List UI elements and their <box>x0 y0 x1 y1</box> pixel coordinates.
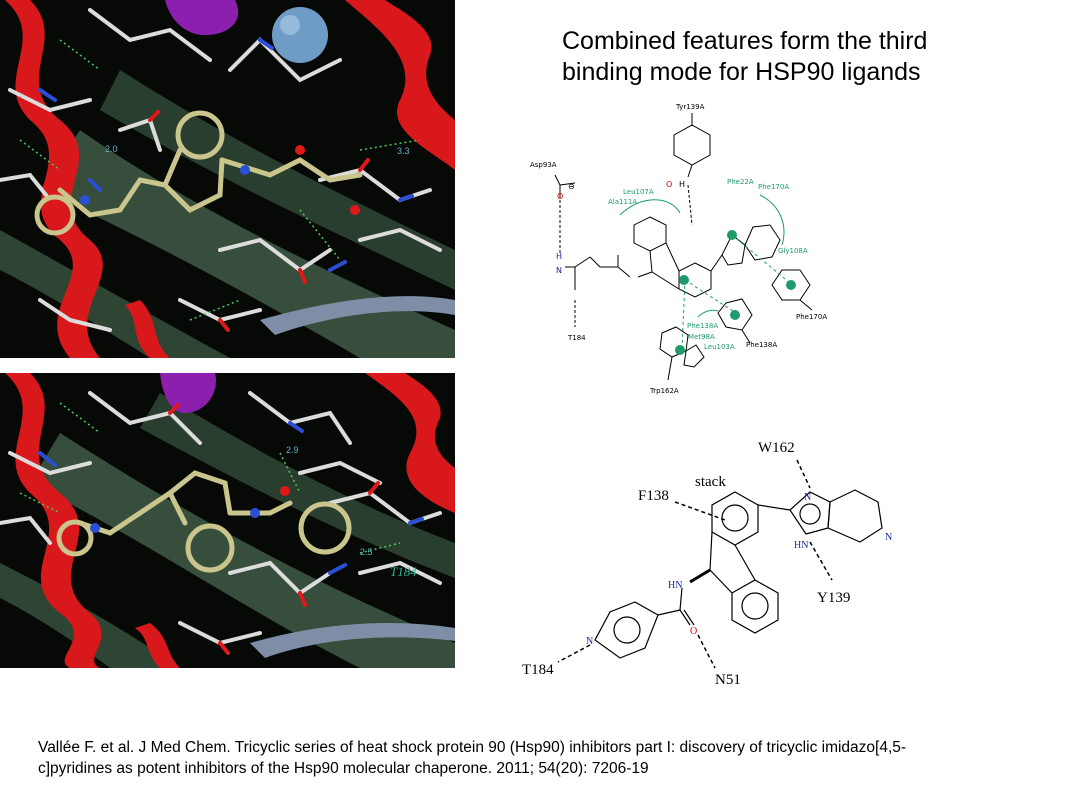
structure-render-bottom: 2.9 2.5 T184 <box>0 373 455 668</box>
atom-hn-amide: HN <box>668 580 682 591</box>
tyr139-ring <box>673 124 711 166</box>
trp162-pyrrole <box>683 344 705 368</box>
label-n51: N51 <box>715 672 741 688</box>
label-t184: T184 <box>567 334 586 342</box>
label-phe170-b: Phe170A <box>796 313 827 321</box>
protein-structure-image-top: 2.0 3.3 <box>0 0 455 358</box>
atom-n-amide: N <box>556 266 562 275</box>
stack-ring <box>711 491 759 546</box>
label-w162: W162 <box>758 440 795 456</box>
label-asp93: Asp93A <box>530 161 557 169</box>
contact-centroid-5 <box>675 345 685 355</box>
atom-o-amide: O <box>690 626 697 637</box>
label-leu107: Leu107A <box>623 188 654 196</box>
label-gly108: Gly108A <box>778 247 808 255</box>
atom-o-asp: O <box>557 192 563 201</box>
residue-label-t184: T184 <box>390 564 417 579</box>
distance-label-1: 2.0 <box>105 144 118 154</box>
title-line-1: Combined features form the third <box>562 27 928 55</box>
label-phe170-a: Phe170A <box>758 183 789 191</box>
pyridine-ring <box>744 224 781 261</box>
atom-n-imidazole: N <box>804 492 811 503</box>
protein-structure-image-bottom: 2.9 2.5 T184 <box>0 373 455 668</box>
stack-f138 <box>674 501 726 521</box>
atom-h-amide: H <box>556 252 562 261</box>
label-f138: F138 <box>638 488 669 504</box>
interaction-diagram-2d: Tyr139A Asp93A Phe170A Phe138A Trp162A T… <box>530 103 827 395</box>
hbond-w162 <box>796 459 811 489</box>
label-tyr139: Tyr139A <box>675 103 705 111</box>
label-phe138-a: Phe138A <box>687 322 718 330</box>
hbond-n51 <box>697 634 716 669</box>
schematic-diagram-2d: W162 stack F138 Y139 T184 N51 N HN N HN … <box>522 440 892 688</box>
label-phe138-b: Phe138A <box>746 341 777 349</box>
atom-o-tyr: O <box>666 180 672 189</box>
fluorene-lower-ring <box>731 579 779 634</box>
citation: Vallée F. et al. J Med Chem. Tricyclic s… <box>38 737 1048 779</box>
label-met98: Met98A <box>688 333 715 341</box>
label-phe22: Phe22A <box>727 178 754 186</box>
atom-hn-imidazole: HN <box>794 540 808 551</box>
pyridine-ring <box>827 489 883 543</box>
atom-h-tyr: H <box>679 180 685 189</box>
label-t184: T184 <box>522 662 554 678</box>
contact-centroid-3 <box>730 310 740 320</box>
label-trp162: Trp162A <box>649 387 679 395</box>
label-y139: Y139 <box>817 590 850 606</box>
structure-render-top: 2.0 3.3 <box>0 0 455 358</box>
atom-n-pyridine: N <box>885 532 892 543</box>
label-stack: stack <box>695 474 726 490</box>
atom-n-pyridine-left: N <box>586 636 593 647</box>
citation-line-1: Vallée F. et al. J Med Chem. Tricyclic s… <box>38 739 907 756</box>
ligand-ring-left <box>633 216 667 252</box>
citation-line-2: c]pyridines as potent inhibitors of the … <box>38 760 649 777</box>
slide-title: Combined features form the third binding… <box>562 26 1042 88</box>
contact-centroid-4 <box>679 275 689 285</box>
contact-centroid-2 <box>786 280 796 290</box>
label-ala111: Ala111A <box>608 198 637 206</box>
label-leu103: Leu103A <box>704 343 735 351</box>
pyridine-left-ring <box>594 601 659 659</box>
title-line-2: binding mode for HSP90 ligands <box>562 58 921 86</box>
distance-label-4: 2.5 <box>360 547 373 557</box>
charge-minus: ⊖ <box>568 182 575 191</box>
distance-label-2: 3.3 <box>397 146 410 156</box>
hbond-t184 <box>557 644 591 663</box>
contact-centroid-1 <box>727 230 737 240</box>
hbond-y139 <box>809 541 833 581</box>
distance-label-3: 2.9 <box>286 445 299 455</box>
